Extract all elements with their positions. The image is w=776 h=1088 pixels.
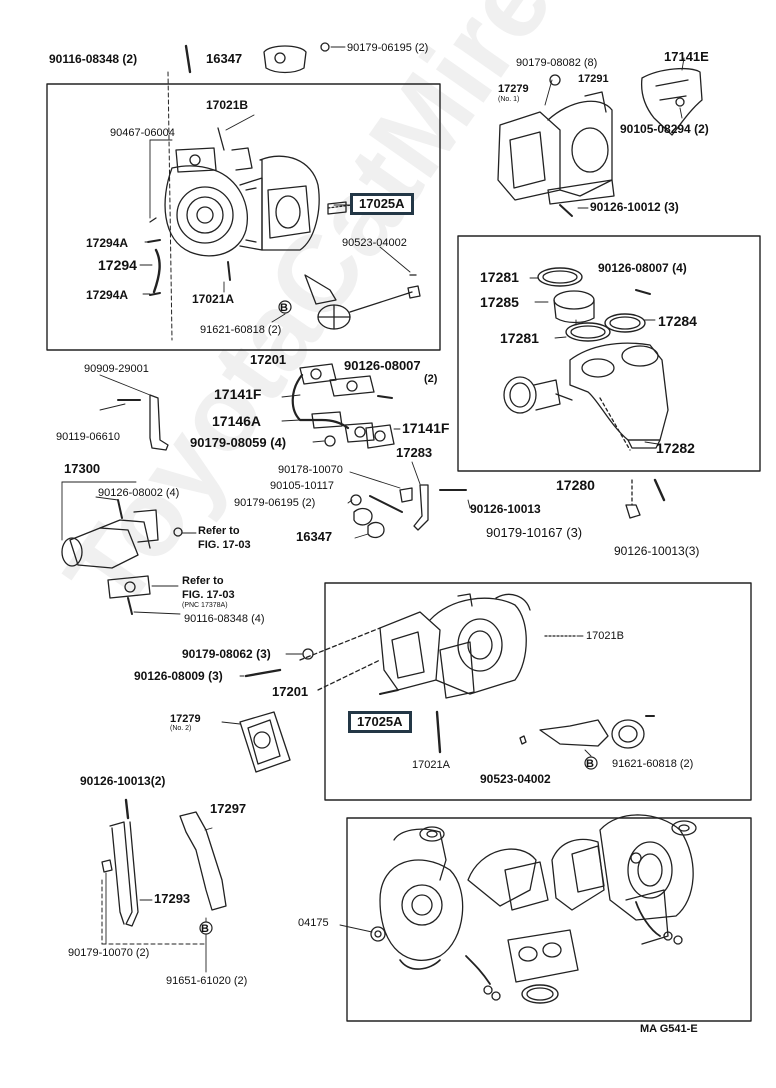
label-17281-a: 17281 [480, 269, 519, 285]
label-90909-29001: 90909-29001 [84, 363, 149, 375]
label-90126-08007-m: 90126-08007 [344, 358, 421, 373]
label-90116-08348-top: 90116-08348 (2) [49, 52, 138, 66]
label-17146A: 17146A [212, 413, 262, 429]
label-17141E: 17141E [664, 49, 709, 64]
label-pnc: (PNC 17378A) [182, 602, 228, 609]
label-17021B-top: 17021B [206, 98, 249, 112]
figure-code: MA G541-E [640, 1023, 698, 1035]
label-90126-08009: 90126-08009 (3) [134, 669, 223, 683]
label-90126-10013-a: 90126-10013 [470, 502, 541, 516]
label-90467-06004: 90467-06004 [110, 127, 175, 139]
label-17283: 17283 [396, 445, 433, 460]
label-90523-04002-bot: 90523-04002 [480, 772, 551, 786]
label-90179-08082-top: 90179-08082 (8) [516, 57, 598, 69]
water-outlet-17300 [61, 481, 197, 615]
label-16347-top: 16347 [206, 51, 243, 66]
label-91651-61020: 91651-61020 (2) [166, 975, 248, 987]
label-17201-bot: 17201 [272, 684, 309, 699]
label-90178-10070-top: 90178-10070 [278, 464, 343, 476]
label-17021B-bot: 17021B [586, 630, 624, 642]
group-box-elbow [457, 235, 761, 472]
oil-pipe-assembly [281, 363, 401, 449]
label-17279-no2: 17279 [170, 713, 201, 725]
label-17294A-2: 17294A [86, 288, 129, 302]
marker-b-bot: B [586, 758, 594, 770]
label-no2: (No. 2) [170, 725, 192, 732]
label-17285: 17285 [480, 294, 519, 310]
label-90179-08062: 90179-08062 (3) [182, 647, 271, 661]
top-small-parts [167, 42, 346, 341]
label-17293: 17293 [154, 891, 191, 906]
label-90119-06610: 90119-06610 [56, 431, 121, 443]
label-90126-10013-c: 90126-10013(2) [80, 774, 166, 788]
label-90105-08294: 90105-08294 (2) [620, 122, 709, 136]
label-17021A-top: 17021A [192, 292, 235, 306]
label-90126-08007-r: 90126-08007 (4) [598, 261, 687, 275]
label-90179-08059: 90179-08059 (4) [190, 435, 287, 450]
marker-b-stay: B [201, 923, 209, 935]
label-refer-1b: FIG. 17-03 [198, 539, 251, 551]
label-17294: 17294 [98, 257, 137, 273]
label-91621-60818-top: 91621-60818 (2) [200, 324, 282, 336]
label-17021A-bot: 17021A [412, 759, 450, 771]
label-90179-10167: 90179-10167 (3) [486, 525, 583, 540]
group-box-assembly [346, 817, 752, 1022]
label-90126-10012: 90126-10012 (3) [590, 200, 679, 214]
label-17280: 17280 [556, 477, 595, 493]
turbocharger-1-illustration [139, 114, 421, 330]
label-17297: 17297 [210, 801, 247, 816]
label-91621-60818-bot: 91621-60818 (2) [612, 758, 694, 770]
label-refer-1: Refer to [198, 525, 240, 537]
label-16347-mid: 16347 [296, 529, 333, 544]
label-90523-04002-top: 90523-04002 [342, 237, 407, 249]
label-17141F-a: 17141F [214, 386, 262, 402]
label-17279-no1: 17279 [498, 83, 529, 95]
bracket-left [99, 374, 169, 451]
label-17281-b: 17281 [500, 330, 539, 346]
label-04175: 04175 [298, 917, 329, 929]
label-refer-2: Refer to [182, 575, 224, 587]
exhaust-manifold-illustration [497, 74, 615, 217]
label-17141F-b: 17141F [402, 420, 450, 436]
label-90126-08007-m2: (2) [424, 373, 438, 385]
label-90116-08348-mid: 90116-08348 (4) [184, 613, 265, 625]
label-17291: 17291 [578, 73, 609, 85]
elbow-assembly [503, 267, 669, 519]
turbocharger-2-illustration [299, 593, 655, 770]
label-90126-10013-b: 90126-10013(3) [614, 544, 700, 558]
label-17294A-1: 17294A [86, 236, 129, 250]
label-17282: 17282 [656, 440, 695, 456]
gasket-kit-04175 [339, 814, 697, 1004]
label-no1: (No. 1) [498, 96, 520, 103]
heat-insulator-17141E [640, 57, 703, 136]
label-90179-10070-bot: 90179-10070 (2) [68, 947, 150, 959]
label-17300: 17300 [64, 461, 101, 476]
middle-small-parts [347, 461, 471, 539]
label-90126-08002: 90126-08002 (4) [98, 487, 180, 499]
label-17201-top: 17201 [250, 352, 287, 367]
label-90105-10117: 90105-10117 [270, 480, 335, 492]
label-17025A-bot: 17025A [348, 711, 412, 733]
label-refer-2b: FIG. 17-03 [182, 589, 235, 601]
label-17025A-top: 17025A [350, 193, 414, 215]
bottom-left-small-parts [221, 648, 314, 773]
label-90179-06195-mid: 90179-06195 (2) [234, 497, 316, 509]
label-90179-06195-top: 90179-06195 (2) [347, 42, 429, 54]
marker-b-top: B [280, 302, 288, 314]
stay-brackets [101, 798, 227, 973]
group-box-turbo-2 [324, 582, 752, 801]
label-17284: 17284 [658, 313, 697, 329]
group-box-turbo-1 [46, 83, 441, 351]
